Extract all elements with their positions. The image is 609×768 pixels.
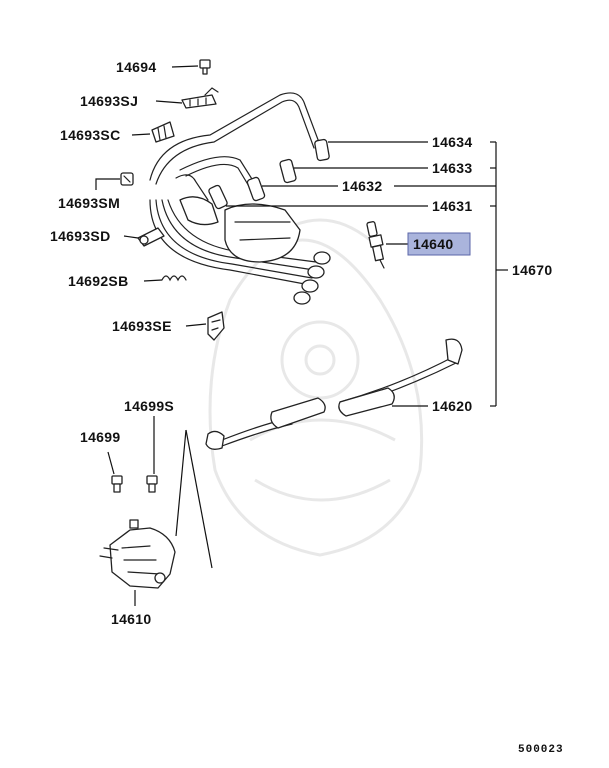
label-14693sc: 14693SC bbox=[60, 127, 120, 143]
part-14693sd-clamp bbox=[137, 227, 165, 247]
label-14699s: 14699S bbox=[124, 398, 174, 414]
label-14634: 14634 bbox=[432, 134, 472, 150]
label-14620: 14620 bbox=[432, 398, 472, 414]
part-14694-bolt bbox=[199, 59, 211, 75]
cable-set-drawing bbox=[149, 92, 331, 305]
label-14670: 14670 bbox=[512, 262, 552, 278]
label-14632: 14632 bbox=[342, 178, 382, 194]
leader-lines bbox=[95, 65, 508, 606]
label-14694: 14694 bbox=[116, 59, 156, 75]
part-14699-bolt bbox=[111, 475, 123, 493]
part-14640-spark-plug bbox=[366, 221, 385, 269]
label-14633: 14633 bbox=[432, 160, 472, 176]
label-14692sb: 14692SB bbox=[68, 273, 128, 289]
part-14693sj-clamp bbox=[181, 87, 219, 109]
label-14699: 14699 bbox=[80, 429, 120, 445]
label-14693sd: 14693SD bbox=[50, 228, 110, 244]
diagram-reference: 500023 bbox=[518, 744, 564, 756]
label-14693se: 14693SE bbox=[112, 318, 172, 334]
highlight-14640 bbox=[407, 232, 471, 256]
label-14640: 14640 bbox=[413, 236, 453, 252]
label-14631: 14631 bbox=[432, 198, 472, 214]
part-14693sm-clamp bbox=[120, 172, 134, 186]
label-14610: 14610 bbox=[111, 611, 151, 627]
label-14693sj: 14693SJ bbox=[80, 93, 138, 109]
part-14693se-bracket bbox=[207, 311, 225, 341]
label-14693sm: 14693SM bbox=[58, 195, 120, 211]
part-14693sc-clamp bbox=[151, 121, 175, 143]
part-14699s-bolt bbox=[146, 475, 158, 493]
part-14610-coil bbox=[99, 519, 176, 589]
part-14620-cable bbox=[205, 338, 463, 450]
part-14692sb-clamp bbox=[161, 275, 187, 282]
